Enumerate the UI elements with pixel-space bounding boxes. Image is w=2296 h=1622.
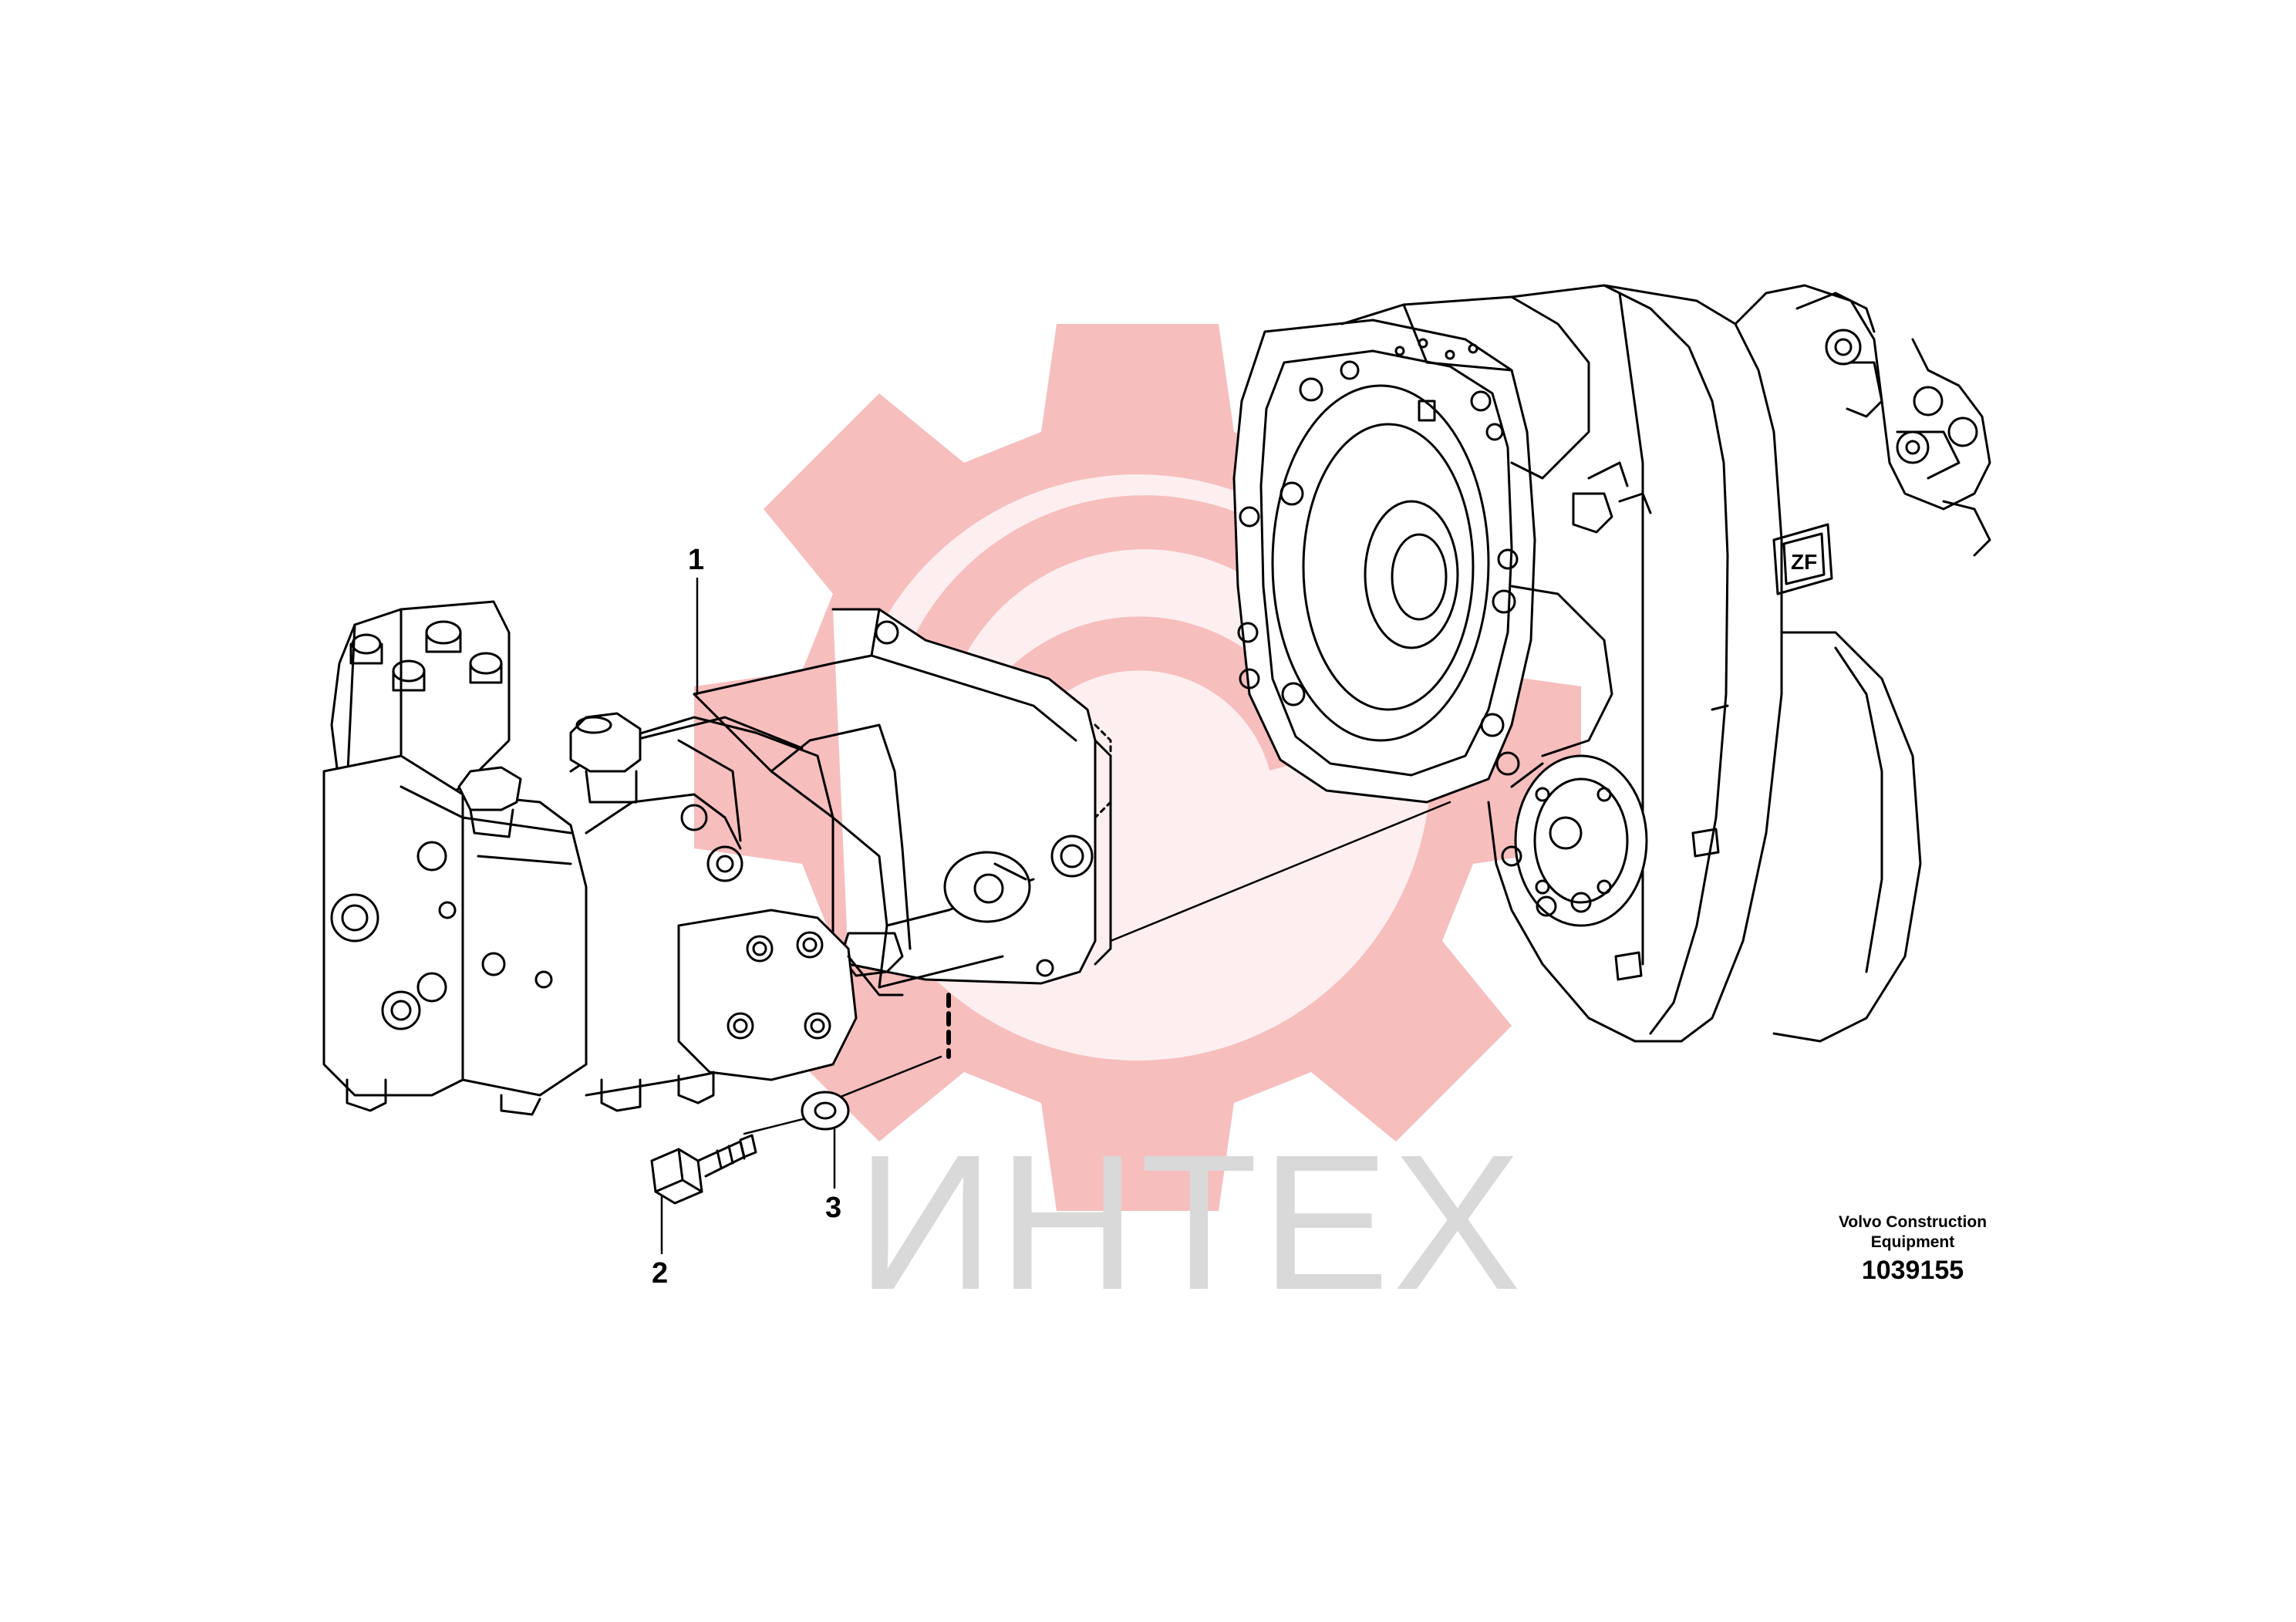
assembly-line-bolt — [743, 1117, 807, 1135]
transmission-housing: ZF — [1232, 284, 1991, 1043]
drawing-number: 1039155 — [1861, 1256, 1964, 1285]
assembly-line-washer — [824, 1055, 942, 1104]
assembly-line-motor-to-housing — [1109, 801, 1451, 943]
maker-name: Volvo Construction Equipment — [1797, 1212, 2028, 1253]
maker-line-2: Equipment — [1870, 1233, 1955, 1251]
hydraulic-motor — [322, 600, 1112, 1116]
callout-2: 2 — [652, 1257, 669, 1290]
zf-logo-icon: ZF — [1791, 550, 1817, 574]
maker-line-1: Volvo Construction — [1838, 1213, 1988, 1231]
callout-3: 3 — [825, 1192, 842, 1224]
watermark-text: ИНТЕХ — [856, 1114, 1525, 1330]
bolt — [650, 1134, 757, 1205]
leader-lines — [660, 577, 1451, 1255]
washer — [801, 1091, 850, 1131]
callout-1: 1 — [688, 544, 705, 576]
